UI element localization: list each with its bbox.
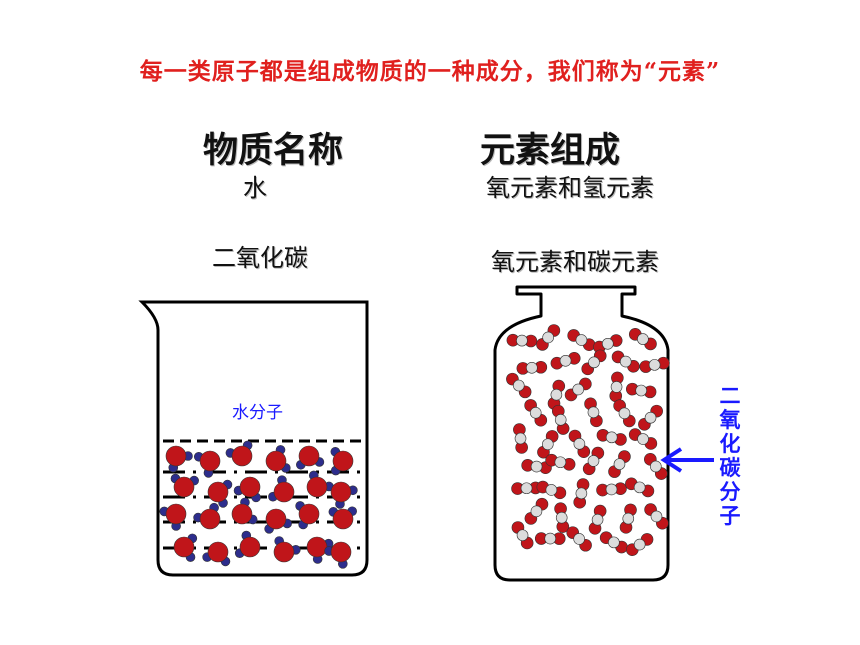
co2-molecules [506, 324, 670, 557]
co2-molecule-label: 二氧化碳分子 [719, 384, 741, 528]
row-co2-substance: 二氧化碳 [212, 244, 308, 272]
co2-molecule [568, 429, 591, 458]
water-molecule [264, 508, 292, 534]
co2-molecule [599, 531, 628, 554]
co2-molecule [625, 533, 654, 557]
water-molecule [330, 481, 358, 509]
water-molecule [193, 502, 221, 530]
co2-molecule [609, 371, 624, 403]
header-substance-name: 物质名称 [203, 131, 344, 171]
co2-molecule [608, 450, 631, 478]
water-molecule [193, 450, 221, 478]
row-water-substance: 水 [243, 174, 267, 202]
beaker [138, 300, 369, 577]
co2-molecule [545, 453, 576, 471]
water-molecule [173, 533, 198, 562]
gas-bottle [493, 285, 670, 582]
water-molecule [170, 473, 199, 498]
co2-molecule [537, 430, 559, 459]
water-molecule [207, 479, 233, 508]
slide-title: 每一类原子都是组成物质的一种成分，我们称为“元素” [139, 58, 721, 85]
co2-molecule [547, 379, 566, 410]
water-molecule [225, 440, 253, 467]
row-water-elements: 氧元素和氢元素 [486, 174, 654, 202]
co2-molecule [582, 446, 605, 476]
water-molecule [233, 476, 261, 503]
water-molecule [234, 530, 261, 558]
co2-molecule [588, 504, 607, 535]
co2-molecule [511, 521, 534, 550]
water-molecule [265, 445, 291, 473]
co2-molecule [536, 324, 561, 351]
co2-molecule [596, 428, 627, 446]
arrow-icon [660, 447, 714, 473]
water-molecule [268, 475, 295, 503]
row-co2-elements: 氧元素和碳元素 [491, 248, 659, 276]
water-molecules [159, 440, 358, 569]
water-molecule [306, 470, 334, 498]
co2-molecule [596, 482, 627, 497]
water-molecule [273, 536, 301, 563]
co2-molecule [639, 356, 670, 373]
co2-molecule [644, 503, 669, 530]
co2-molecule [550, 352, 581, 370]
co2-molecule [506, 372, 532, 399]
water-molecule [324, 541, 352, 569]
water-molecule-label: 水分子 [232, 403, 283, 423]
co2-molecule [628, 328, 657, 351]
co2-molecule [554, 502, 570, 533]
water-molecule [328, 506, 357, 530]
co2-molecule [625, 382, 657, 399]
co2-molecule [521, 459, 552, 475]
co2-molecule [551, 404, 570, 435]
co2-molecule [573, 478, 590, 509]
co2-molecule [581, 349, 607, 376]
co2-molecule [564, 377, 592, 402]
water-molecule [165, 445, 193, 473]
co2-molecule [534, 532, 566, 545]
co2-molecule [613, 399, 636, 428]
co2-molecule [513, 423, 528, 454]
co2-molecule [524, 497, 549, 525]
water-molecule [295, 501, 320, 530]
co2-molecule [593, 334, 623, 354]
water-molecule [202, 541, 231, 567]
co2-molecule [516, 360, 548, 375]
header-element-composition: 元素组成 [480, 131, 621, 171]
water-molecule [296, 445, 325, 470]
co2-molecule [611, 350, 640, 373]
co2-molecule [625, 477, 655, 498]
co2-molecule [506, 333, 538, 348]
water-molecule [231, 497, 258, 525]
co2-molecule [584, 397, 603, 428]
co2-molecule [628, 428, 658, 450]
co2-molecule [566, 526, 592, 552]
co2-molecule [524, 399, 548, 427]
co2-molecule [619, 503, 637, 534]
co2-molecule [536, 480, 567, 500]
water-molecule [330, 446, 354, 476]
co2-molecule [638, 404, 663, 431]
water-molecule [159, 503, 187, 531]
co2-molecule [644, 453, 668, 480]
